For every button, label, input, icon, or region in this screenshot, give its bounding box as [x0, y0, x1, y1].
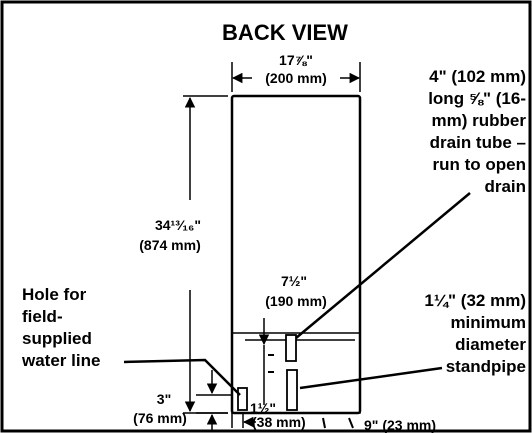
right-offset-tick-2	[348, 417, 354, 429]
drain-tube-stub	[285, 334, 297, 362]
water-line-hole	[237, 387, 248, 411]
svg-text:field-: field-	[22, 307, 63, 326]
inner-compartment	[231, 332, 361, 414]
svg-text:standpipe: standpipe	[446, 357, 526, 376]
right-offset-label: 9" (23 mm)	[364, 417, 436, 433]
standpipe-leader	[299, 366, 443, 390]
svg-text:4" (102 mm): 4" (102 mm)	[429, 67, 526, 86]
height-inches: 34¹³⁄₁₆"	[155, 217, 201, 233]
svg-text:drain: drain	[484, 177, 526, 196]
svg-text:long ⅝" (16-: long ⅝" (16-	[428, 89, 526, 108]
drain-tube-leader	[295, 192, 471, 339]
offset-mm-html: (38 mm)	[252, 414, 306, 430]
svg-text:water line: water line	[21, 351, 100, 370]
drain-tube-callout: 4" (102 mm) long ⅝" (16- mm) rubber drai…	[428, 67, 526, 196]
svg-text:supplied: supplied	[22, 329, 92, 348]
standpipe-callout: 1¼" (32 mm) minimum diameter standpipe	[424, 291, 526, 376]
height-mm: (874 mm)	[139, 237, 200, 253]
bottom-inches: 3"	[157, 391, 171, 407]
right-offset-tick-1	[322, 417, 326, 429]
svg-text:diameter: diameter	[455, 335, 526, 354]
svg-text:minimum: minimum	[450, 313, 526, 332]
svg-text:mm) rubber: mm) rubber	[432, 111, 527, 130]
inner-mm: (190 mm)	[265, 293, 326, 309]
width-inches: 17⅞"	[279, 52, 313, 68]
inner-inches: 7½"	[281, 273, 307, 289]
offset-inches: 1½"	[250, 400, 276, 416]
standpipe	[286, 369, 298, 411]
water-line-callout: Hole for field- supplied water line	[21, 285, 100, 370]
svg-text:Hole for: Hole for	[22, 285, 87, 304]
diagram-title: BACK VIEW	[222, 20, 348, 45]
svg-text:run to open: run to open	[433, 155, 526, 174]
bottom-mm: (76 mm)	[133, 410, 187, 426]
width-mm: (200 mm)	[265, 70, 326, 86]
cabinet-outline	[230, 94, 362, 415]
water-line-leader	[123, 358, 241, 396]
svg-text:1¼" (32 mm): 1¼" (32 mm)	[424, 291, 526, 310]
svg-text:drain tube –: drain tube –	[430, 133, 526, 152]
